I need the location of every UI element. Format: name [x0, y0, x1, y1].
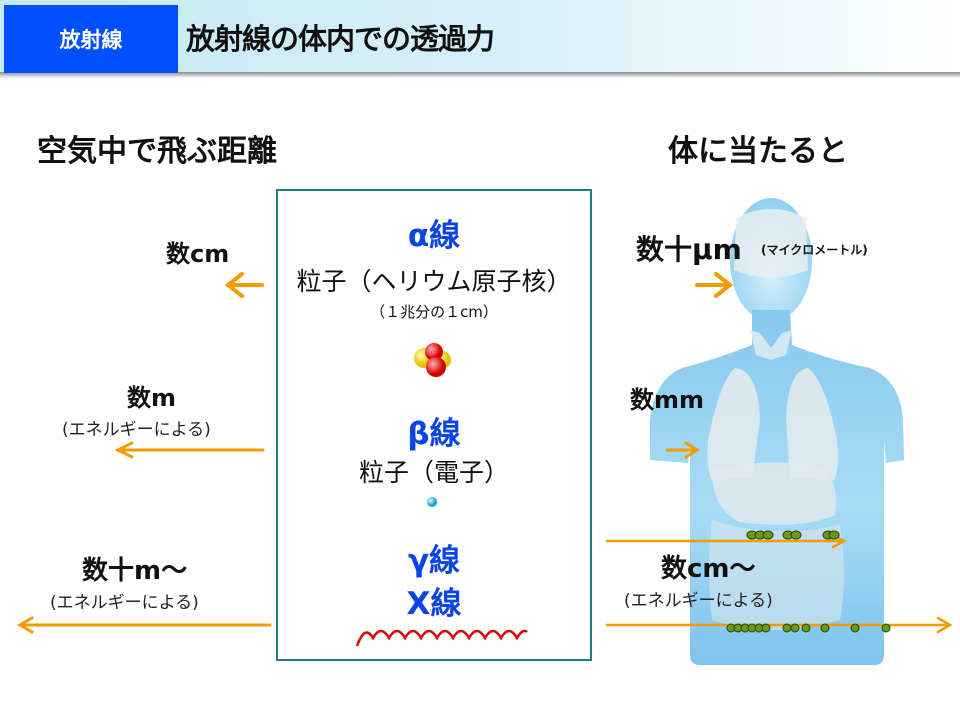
beta-ray-description: 粒子（電子） [358, 458, 509, 487]
arrow-right-gamma-bottom-icon [605, 616, 953, 634]
xray-label: X線 [406, 586, 462, 622]
alpha-body-depth-unit: (マイクロメートル) [761, 243, 868, 257]
alpha-air-distance: 数cm [166, 240, 230, 268]
alpha-body-depth: 数十μm [636, 233, 742, 266]
electron-icon [427, 497, 437, 507]
right-section-title: 体に当たると [668, 134, 848, 169]
alpha-ray-size-note: （１兆分の１cm） [370, 303, 498, 321]
radiation-types-box [276, 189, 592, 661]
beta-ray-label: β線 [407, 416, 461, 452]
gamma-air-distance: 数十m〜 [82, 556, 188, 586]
page-title: 放射線の体内での透過力 [186, 22, 495, 56]
alpha-ray-label: α線 [407, 218, 461, 254]
beta-air-distance: 数m [127, 384, 177, 412]
beta-air-note: (エネルギーによる) [62, 420, 211, 440]
arrow-right-gamma-top-icon [605, 533, 847, 549]
section-tag: 放射線 [4, 5, 178, 73]
gamma-air-note: (エネルギーによる) [50, 593, 199, 613]
ionization-dots-icon [726, 530, 891, 633]
arrow-left-gamma-icon [17, 616, 272, 634]
arrow-right-beta-icon [665, 441, 700, 459]
gamma-ray-label: γ線 [407, 543, 461, 579]
arrow-right-alpha-icon [695, 272, 734, 298]
header-shadow [0, 72, 960, 78]
arrow-left-alpha-icon [224, 272, 264, 298]
helium-nucleus-icon [414, 343, 451, 377]
beta-body-depth: 数mm [630, 386, 705, 414]
gamma-body-depth: 数cm〜 [661, 554, 756, 584]
alpha-ray-description: 粒子（ヘリウム原子核） [296, 267, 572, 296]
gamma-body-note: (エネルギーによる) [624, 591, 773, 611]
left-section-title: 空気中で飛ぶ距離 [37, 134, 277, 169]
arrow-left-beta-icon [114, 441, 265, 459]
wave-icon [355, 629, 528, 647]
